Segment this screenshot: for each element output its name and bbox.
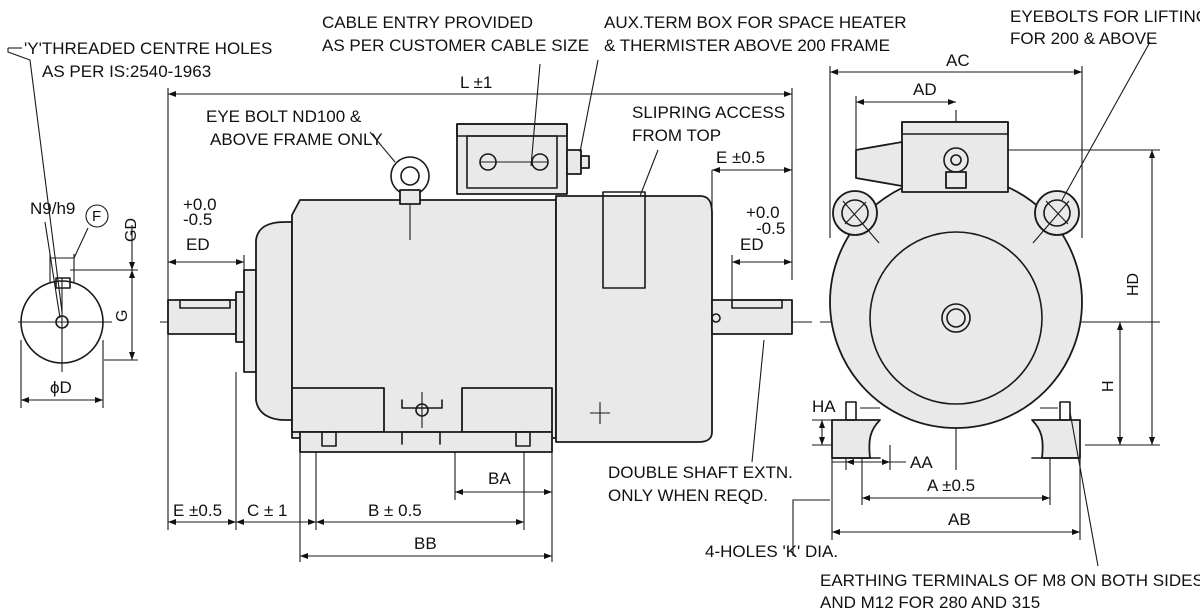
- note-aux-box-1: AUX.TERM BOX FOR SPACE HEATER: [604, 13, 907, 32]
- dim-A: A ±0.5: [927, 476, 975, 495]
- note-eye-bolt-2: ABOVE FRAME ONLY: [210, 130, 383, 149]
- dim-tol-plus-left: +0.0: [183, 195, 217, 214]
- note-threaded-holes-2: AS PER IS:2540-1963: [42, 62, 211, 81]
- dim-AC: AC: [946, 51, 970, 70]
- note-double-shaft-2: ONLY WHEN REQD.: [608, 486, 768, 505]
- dim-GD: GD: [123, 218, 140, 242]
- dim-phiD: ϕD: [50, 378, 72, 397]
- shaft-end-view: ϕD G GD F N9/h9 'Y'THREADED CENTRE HOLES…: [7, 39, 272, 408]
- note-earthing-2: AND M12 FOR 280 AND 315: [820, 593, 1040, 612]
- dim-BB: BB: [414, 534, 437, 553]
- note-holes: 4-HOLES 'K' DIA.: [705, 542, 838, 561]
- note-cable-entry-2: AS PER CUSTOMER CABLE SIZE: [322, 36, 589, 55]
- dim-AD: AD: [913, 80, 937, 99]
- note-aux-box-2: & THERMISTER ABOVE 200 FRAME: [604, 36, 890, 55]
- note-threaded-holes-1: 'Y'THREADED CENTRE HOLES: [24, 39, 272, 58]
- dim-ED-left: ED: [186, 235, 210, 254]
- dim-tol-plus-right: +0.0: [746, 203, 780, 222]
- dim-AB: AB: [948, 510, 971, 529]
- note-cable-entry-1: CABLE ENTRY PROVIDED: [322, 13, 533, 32]
- dim-E-left: E ±0.5: [173, 501, 222, 520]
- dim-AA: AA: [910, 453, 933, 472]
- dim-G: G: [114, 310, 131, 322]
- note-eyebolts-1: EYEBOLTS FOR LIFTING: [1010, 7, 1200, 26]
- note-eye-bolt-1: EYE BOLT ND100 &: [206, 107, 362, 126]
- dim-L: L ±1: [460, 73, 492, 92]
- dim-tol-minus-left: -0.5: [183, 210, 212, 229]
- dim-C: C ± 1: [247, 501, 288, 520]
- side-view: L ±1: [160, 13, 907, 562]
- note-slipring-2: FROM TOP: [632, 126, 721, 145]
- dim-B: B ± 0.5: [368, 501, 422, 520]
- dim-HD: HD: [1125, 273, 1142, 296]
- note-earthing-1: EARTHING TERMINALS OF M8 ON BOTH SIDES: [820, 571, 1200, 590]
- note-double-shaft-1: DOUBLE SHAFT EXTN.: [608, 463, 793, 482]
- dim-BA: BA: [488, 469, 511, 488]
- dim-E-right: E ±0.5: [716, 148, 765, 167]
- front-view: AC AD HD H HA AA: [812, 7, 1200, 612]
- dim-HA: HA: [812, 397, 836, 416]
- note-slipring-1: SLIPRING ACCESS: [632, 103, 785, 122]
- dim-H: H: [1100, 380, 1117, 392]
- dim-F: F: [92, 208, 101, 225]
- note-eyebolts-2: FOR 200 & ABOVE: [1010, 29, 1157, 48]
- dim-ED-right: ED: [740, 235, 764, 254]
- dim-N9h9: N9/h9: [30, 199, 75, 218]
- dim-tol-minus-right: -0.5: [756, 219, 785, 238]
